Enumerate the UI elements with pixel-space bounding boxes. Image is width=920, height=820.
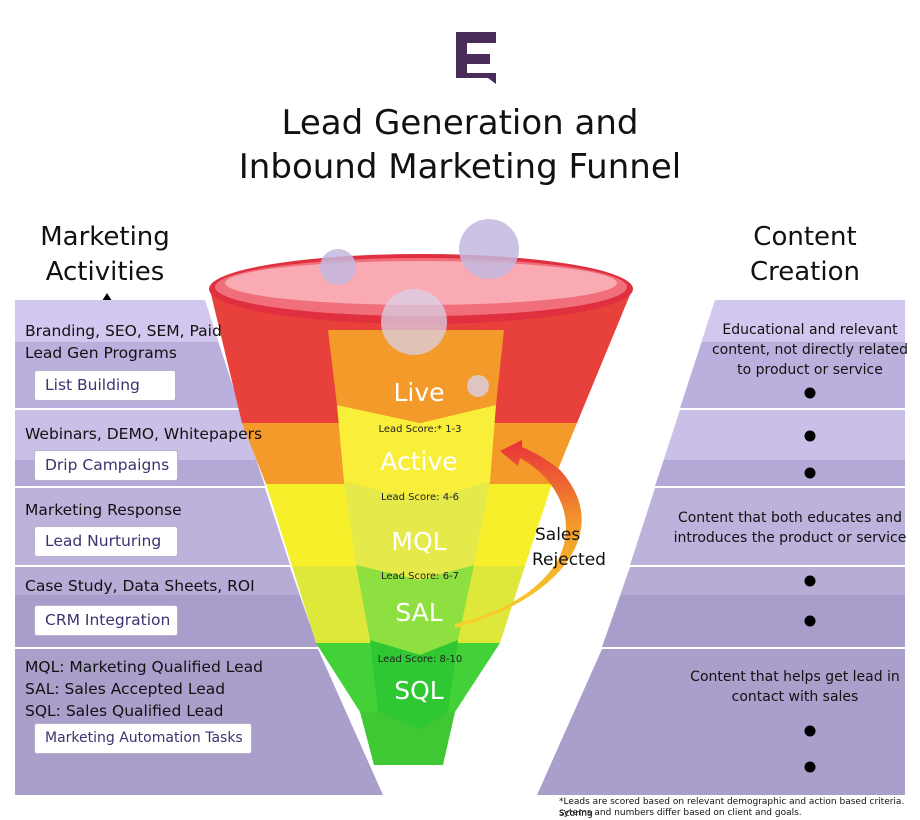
left-section-5-line2: SAL: Sales Accepted Lead — [25, 680, 226, 698]
left-header-line1: Marketing — [40, 222, 170, 252]
bullet-dot — [804, 467, 816, 479]
left-section-4-line1: Case Study, Data Sheets, ROI — [25, 577, 255, 595]
crm-integration-button[interactable]: CRM Integration — [34, 605, 178, 636]
left-section-1-line2: Lead Gen Programs — [25, 344, 177, 362]
right-section-1-line1: Educational and relevant — [722, 322, 898, 338]
right-header-line2: Creation — [749, 257, 860, 287]
left-section-5-line1: MQL: Marketing Qualified Lead — [25, 658, 263, 676]
left-section-3-line1: Marketing Response — [25, 501, 182, 519]
lead-nurturing-button[interactable]: Lead Nurturing — [34, 526, 178, 557]
left-section-2-line1: Webinars, DEMO, Whitepapers — [25, 425, 263, 443]
left-header-line2: Activities — [45, 257, 165, 287]
bullet-dot — [804, 387, 816, 399]
left-section-1-line1: Branding, SEO, SEM, Paid — [25, 322, 222, 340]
page-title-line1: Lead Generation and — [281, 103, 639, 143]
stage-live: Live — [393, 378, 445, 407]
right-header-line1: Content — [753, 222, 857, 252]
stage-sal: SAL — [395, 598, 443, 627]
footnote-line2: sytems and numbers differ based on clien… — [559, 808, 802, 818]
drip-campaigns-button[interactable]: Drip Campaigns — [34, 450, 178, 481]
footnote-line1: *Leads are scored based on relevant demo… — [559, 797, 905, 819]
right-section-3-line2: contact with sales — [731, 689, 859, 705]
bullet-dot — [804, 725, 816, 737]
lead-score-4: Lead Score: 8-10 — [377, 654, 463, 665]
sales-rejected-label-1: Sales — [535, 525, 581, 545]
stage-sql: SQL — [394, 676, 444, 705]
page-title-line2: Inbound Marketing Funnel — [238, 147, 682, 187]
right-section-1-line3: to product or service — [737, 362, 883, 378]
right-section-1-line2: content, not directly related — [711, 342, 909, 358]
stage-active: Active — [380, 447, 458, 476]
bullet-dot — [804, 761, 816, 773]
right-panel — [537, 300, 905, 795]
brand-logo — [456, 32, 496, 84]
right-section-3-line1: Content that helps get lead in — [690, 669, 900, 685]
bullet-dot — [804, 430, 816, 442]
left-section-5-line3: SQL: Sales Qualified Lead — [25, 702, 224, 720]
right-section-2-line2: introduces the product or service — [673, 530, 907, 546]
bullet-dot — [804, 615, 816, 627]
right-section-2-line1: Content that both educates and — [677, 510, 903, 526]
lead-score-1: Lead Score:* 1-3 — [378, 424, 462, 435]
bullet-dot — [804, 575, 816, 587]
stage-mql: MQL — [391, 527, 447, 556]
lead-score-2: Lead Score: 4-6 — [380, 492, 460, 503]
lead-score-3: Lead Score: 6-7 — [380, 571, 460, 582]
sales-rejected-label-2: Rejected — [532, 550, 606, 570]
list-building-button[interactable]: List Building — [34, 370, 176, 401]
marketing-automation-tasks-button[interactable]: Marketing Automation Tasks — [34, 723, 252, 754]
